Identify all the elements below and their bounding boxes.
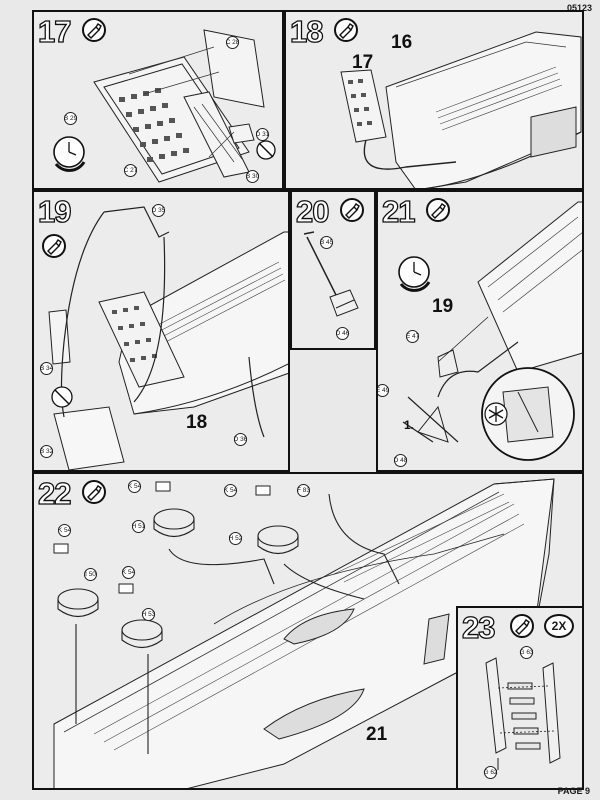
- step-number: 23: [461, 609, 496, 645]
- step-22-panel: 22: [32, 472, 584, 790]
- part-label: D 46: [336, 327, 349, 340]
- part-label: K 54: [122, 566, 135, 579]
- glue-tube-icon: [340, 198, 364, 222]
- part-label: H 53: [142, 608, 155, 621]
- step-number: 17: [37, 13, 72, 49]
- glue-tube-icon: [334, 18, 358, 42]
- part-label: E 49: [378, 384, 389, 397]
- part-label: B 34: [40, 362, 53, 375]
- part-label: H 52: [229, 532, 242, 545]
- glue-tube-icon: [42, 234, 66, 258]
- step-20-illustration: [303, 231, 359, 317]
- part-label: K 54: [58, 524, 71, 537]
- part-label: I 50: [84, 568, 97, 581]
- step-23-panel: 23 2X G 63 G 62: [456, 606, 584, 790]
- callout-18: 18: [186, 412, 208, 433]
- part-label: B 45: [320, 236, 333, 249]
- step-19-panel: 19 D 35 B 34 B 32 D 36 18: [32, 190, 290, 472]
- step-21-illustration: [398, 201, 582, 461]
- step-18-illustration: [340, 31, 582, 188]
- part-label: C 27: [124, 164, 137, 177]
- step-17-illustration: [53, 29, 276, 183]
- part-label: H 51: [132, 520, 145, 533]
- part-label: D 48: [394, 454, 407, 467]
- glue-tube-icon: [82, 18, 106, 42]
- part-label: K 54: [128, 480, 141, 493]
- part-label: F 83: [297, 484, 310, 497]
- part-label: E 47: [406, 330, 419, 343]
- part-label: D 35: [152, 204, 165, 217]
- part-label: B 29: [64, 112, 77, 125]
- part-label: D 36: [234, 433, 247, 446]
- glue-tube-icon: [510, 614, 534, 638]
- step-21-panel: 21 E 47 E 49 D 48 19 20 2. 1.: [376, 190, 584, 472]
- step-17-panel: 17 C 28 B 29 D 31 C 27: [32, 10, 284, 190]
- step-number: 19: [37, 193, 72, 229]
- glue-tube-icon: [82, 480, 106, 504]
- step-number: 20: [295, 193, 330, 229]
- step-20-panel: 20 B 45 D 46: [290, 190, 376, 350]
- part-label: G 63: [519, 646, 534, 659]
- part-label: G 62: [483, 766, 498, 779]
- document-number: 05123: [566, 3, 592, 13]
- part-label: C 28: [226, 36, 239, 49]
- step-18-panel: 18 16 17: [284, 10, 584, 190]
- step-22-illustration: [53, 478, 555, 788]
- callout-21: 21: [366, 724, 388, 745]
- part-label: K 54: [224, 484, 237, 497]
- step-19-illustration: [48, 206, 288, 470]
- step-number: 18: [289, 13, 324, 49]
- callout-17: 17: [352, 52, 374, 73]
- step-number: 21: [381, 193, 416, 229]
- part-label: B 30: [246, 170, 259, 183]
- step-order-1: 1.: [404, 418, 415, 432]
- step-23-illustration: [485, 657, 561, 770]
- callout-19: 19: [432, 296, 454, 317]
- part-label: B 32: [40, 445, 53, 458]
- callout-16: 16: [391, 32, 413, 53]
- page-number: PAGE 9: [557, 786, 590, 796]
- part-label: D 31: [256, 128, 269, 141]
- step-number: 22: [37, 475, 72, 511]
- quantity-badge: 2X: [544, 614, 574, 638]
- glue-tube-icon: [426, 198, 450, 222]
